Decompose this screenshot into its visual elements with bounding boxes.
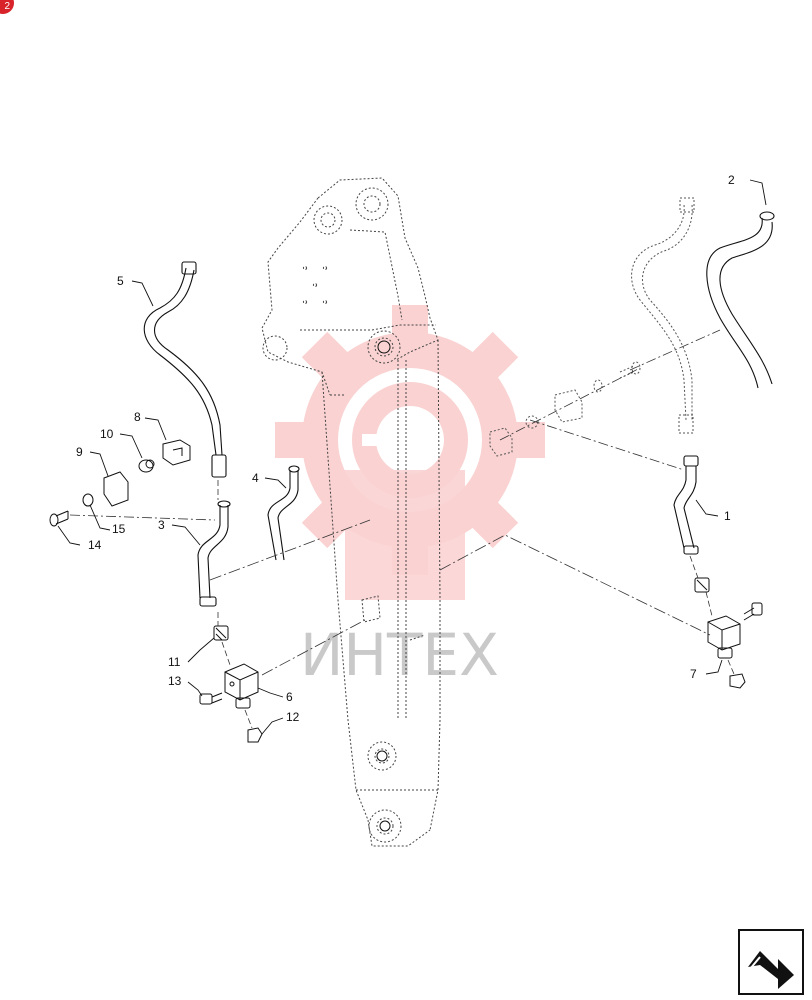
- clamp-block-8[interactable]: [162, 439, 191, 466]
- hose-5[interactable]: [143, 261, 227, 478]
- tube-1[interactable]: [673, 455, 699, 555]
- callout-1[interactable]: 1: [724, 509, 731, 523]
- fitting-11[interactable]: [213, 625, 229, 641]
- callout-10[interactable]: 10: [100, 427, 114, 441]
- centerline-right-hose: [629, 329, 721, 371]
- clamp-plate-9[interactable]: [103, 471, 129, 507]
- fitting-right[interactable]: [694, 577, 710, 593]
- bolt-14[interactable]: [49, 510, 69, 527]
- tube-4[interactable]: [267, 465, 300, 561]
- callout-12[interactable]: 12: [286, 710, 300, 724]
- block-7[interactable]: [707, 615, 741, 659]
- centerline-right-bracket: [499, 367, 685, 471]
- callout-3[interactable]: 3: [158, 518, 165, 532]
- callout-leaders: [57, 179, 767, 735]
- callout-2[interactable]: 2: [728, 173, 735, 187]
- callout-labels: 5 2 8 10 9 4 3 1 15 14 11 13 6 12 7: [76, 173, 735, 724]
- cap-12[interactable]: [247, 727, 263, 743]
- hidden-hose-right: [631, 197, 695, 434]
- cap-right[interactable]: [729, 673, 746, 689]
- callout-14[interactable]: 14: [88, 538, 102, 552]
- callout-15[interactable]: 15: [112, 522, 126, 536]
- centerline-left-arm: [209, 519, 371, 676]
- callout-13[interactable]: 13: [168, 674, 182, 688]
- callout-4[interactable]: 4: [252, 471, 259, 485]
- boom-pin-bosses: [376, 340, 391, 832]
- return-arrow-button[interactable]: [738, 929, 804, 995]
- bushing-10[interactable]: [138, 459, 155, 473]
- tube-3[interactable]: [197, 500, 231, 607]
- callout-11[interactable]: 11: [168, 655, 181, 669]
- callout-7[interactable]: 7: [690, 667, 697, 681]
- block-6[interactable]: [224, 663, 259, 709]
- hose-2[interactable]: [706, 211, 775, 389]
- bolt-right[interactable]: [743, 602, 763, 621]
- centerline-right-arm: [439, 534, 711, 636]
- boom-arm: [261, 177, 441, 847]
- washer-15[interactable]: [82, 493, 94, 507]
- callout-5[interactable]: 5: [117, 274, 124, 288]
- callout-9[interactable]: 9: [76, 445, 83, 459]
- return-arrow-icon: [738, 929, 804, 995]
- watermark-text: ИНТЕХ: [300, 621, 499, 689]
- watermark-logo: [275, 305, 545, 600]
- centerline-left-vertical: [217, 480, 253, 729]
- callout-6[interactable]: 6: [286, 690, 293, 704]
- centerline-right-vertical: [689, 555, 735, 675]
- callout-8[interactable]: 8: [134, 410, 141, 424]
- centerline-left-clamp: [69, 514, 216, 521]
- corner-badge: 2: [0, 0, 14, 14]
- bolt-13[interactable]: [199, 692, 223, 705]
